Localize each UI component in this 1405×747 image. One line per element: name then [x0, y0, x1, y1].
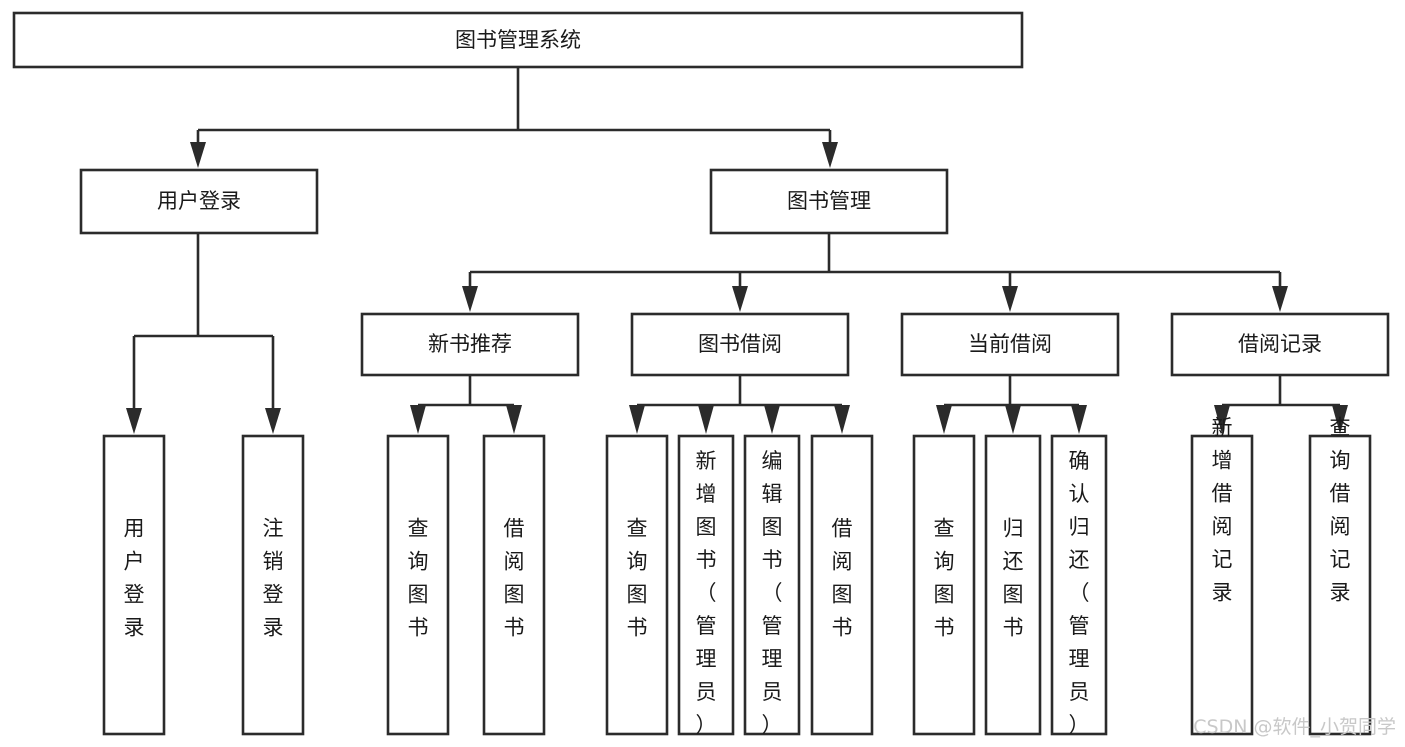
leaf-logout-box[interactable] [241, 434, 305, 736]
leaf-add-borrow-record[interactable]: 新增借阅记录 [1190, 416, 1254, 736]
arrow-head-leaf-borrow-books [834, 405, 850, 434]
leaf-return-books-box[interactable] [984, 434, 1042, 736]
arrow-head-leaf-confirm-return-admin [1071, 405, 1087, 434]
leaf-query-books-borrow[interactable]: 查询图书 [605, 434, 669, 736]
node-book-borrow-box[interactable] [630, 312, 850, 377]
node-book-management[interactable]: 图书管理 [709, 168, 949, 235]
arrow-head-borrow-records [1272, 286, 1288, 312]
arrow-head-leaf-query-books-current [936, 405, 952, 434]
node-new-book-recommend[interactable]: 新书推荐 [360, 312, 580, 377]
arrow-head-book-management [822, 142, 838, 168]
arrow-head-leaf-user-login [126, 408, 142, 434]
leaf-query-books-current[interactable]: 查询图书 [912, 434, 976, 736]
leaf-query-books-current-label: 查询图书 [934, 517, 955, 640]
leaf-query-books-current-box[interactable] [912, 434, 976, 736]
node-root-box[interactable] [12, 11, 1024, 69]
arrow-head-leaf-add-book-admin [698, 405, 714, 434]
leaf-query-borrow-record-box[interactable] [1308, 434, 1372, 736]
arrow-head-leaf-logout [265, 408, 281, 434]
node-root-label: 图书管理系统 [455, 28, 581, 52]
leaf-borrow-books-recommend-box[interactable] [482, 434, 546, 736]
leaf-user-login[interactable]: 用户登录 [102, 434, 166, 736]
node-borrow-records-box[interactable] [1170, 312, 1390, 377]
leaf-borrow-books-recommend[interactable]: 借阅图书 [482, 434, 546, 736]
leaf-edit-book-admin-box[interactable] [743, 434, 801, 736]
node-book-borrow-label: 图书借阅 [698, 332, 782, 356]
arrow-head-leaf-edit-book-admin [764, 405, 780, 434]
node-current-borrow-label: 当前借阅 [968, 332, 1052, 356]
node-user-login-box[interactable] [79, 168, 319, 235]
node-book-management-box[interactable] [709, 168, 949, 235]
leaf-user-login-box[interactable] [102, 434, 166, 736]
arrow-head-leaf-borrow-books-recommend [506, 405, 522, 434]
leaf-edit-book-admin-label: 编辑图书（管理员） [762, 449, 783, 737]
leaf-borrow-books-recommend-label: 借阅图书 [504, 517, 525, 640]
leaf-logout[interactable]: 注销登录 [241, 434, 305, 736]
arrow-head-new-book-recommend [462, 286, 478, 312]
leaf-confirm-return-admin-box[interactable] [1050, 434, 1108, 736]
connector-layer [126, 67, 1348, 434]
leaf-query-books-recommend-label: 查询图书 [408, 517, 429, 640]
node-book-borrow[interactable]: 图书借阅 [630, 312, 850, 377]
leaf-add-book-admin[interactable]: 新增图书（管理员） [677, 434, 735, 737]
arrow-head-user-login [190, 142, 206, 168]
leaf-query-books-borrow-box[interactable] [605, 434, 669, 736]
node-new-book-recommend-label: 新书推荐 [428, 332, 512, 356]
leaf-confirm-return-admin-label: 确认归还（管理员） [1069, 449, 1090, 737]
leaf-borrow-books-label: 借阅图书 [832, 517, 853, 640]
leaf-borrow-books-box[interactable] [810, 434, 874, 736]
node-borrow-records[interactable]: 借阅记录 [1170, 312, 1390, 377]
node-new-book-recommend-box[interactable] [360, 312, 580, 377]
arrow-head-leaf-query-borrow-record [1332, 405, 1348, 434]
leaf-query-books-recommend-box[interactable] [386, 434, 450, 736]
leaf-query-books-borrow-label: 查询图书 [627, 517, 648, 640]
leaf-confirm-return-admin[interactable]: 确认归还（管理员） [1050, 434, 1108, 737]
leaf-query-books-recommend[interactable]: 查询图书 [386, 434, 450, 736]
node-current-borrow-box[interactable] [900, 312, 1120, 377]
csdn-watermark: CSDN @软件_小贺同学 [1193, 716, 1396, 738]
arrow-head-leaf-add-borrow-record [1214, 405, 1230, 434]
leaf-query-borrow-record-label: 查询借阅记录 [1330, 416, 1351, 605]
leaf-add-borrow-record-label: 新增借阅记录 [1212, 416, 1233, 605]
node-borrow-records-label: 借阅记录 [1238, 332, 1322, 356]
leaf-add-borrow-record-box[interactable] [1190, 434, 1254, 736]
leaf-return-books[interactable]: 归还图书 [984, 434, 1042, 736]
arrow-head-leaf-query-books-borrow [629, 405, 645, 434]
leaf-user-login-label: 用户登录 [124, 517, 145, 640]
leaf-add-book-admin-box[interactable] [677, 434, 735, 736]
arrow-head-leaf-return-books [1005, 405, 1021, 434]
leaf-return-books-label: 归还图书 [1003, 517, 1024, 640]
leaf-edit-book-admin[interactable]: 编辑图书（管理员） [743, 434, 801, 737]
leaf-query-borrow-record[interactable]: 查询借阅记录 [1308, 416, 1372, 736]
leaf-logout-label: 注销登录 [263, 517, 284, 640]
node-user-login[interactable]: 用户登录 [79, 168, 319, 235]
leaf-borrow-books[interactable]: 借阅图书 [810, 434, 874, 736]
arrow-head-book-borrow [732, 286, 748, 312]
node-book-management-label: 图书管理 [787, 189, 871, 213]
arrow-head-current-borrow [1002, 286, 1018, 312]
leaf-add-book-admin-label: 新增图书（管理员） [696, 449, 717, 737]
node-current-borrow[interactable]: 当前借阅 [900, 312, 1120, 377]
arrow-head-leaf-query-books-recommend [410, 405, 426, 434]
node-root[interactable]: 图书管理系统 [12, 11, 1024, 69]
node-user-login-label: 用户登录 [157, 189, 241, 213]
